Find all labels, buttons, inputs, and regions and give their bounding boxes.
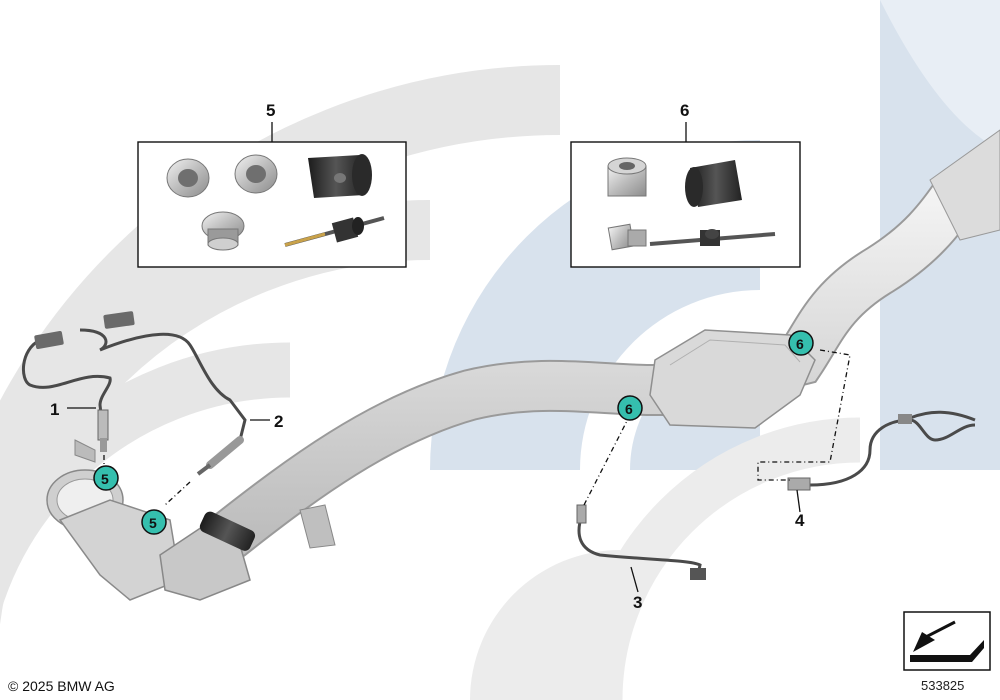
drill-adapter-part (284, 216, 385, 247)
drill-adapter-part (649, 229, 776, 246)
sensor-3 (576, 504, 706, 580)
hole-saw-part (685, 160, 742, 207)
threaded-bushing-part (166, 158, 210, 198)
callouts: 1 2 3 4 5 6 (50, 101, 805, 612)
copyright-text: © 2025 BMW AG (8, 678, 115, 694)
callout-kit-5: 5 (266, 101, 275, 120)
hole-saw-part (308, 154, 372, 198)
diagram-number: 533825 (921, 678, 965, 693)
callout-4: 4 (795, 511, 805, 530)
svg-text:6: 6 (796, 336, 804, 352)
kit-5-box (137, 122, 407, 268)
direction-pictogram-icon (903, 611, 991, 671)
svg-text:5: 5 (101, 471, 109, 487)
callout-1: 1 (50, 400, 59, 419)
temperature-sensor-4 (787, 410, 976, 491)
svg-text:5: 5 (149, 515, 157, 531)
callout-2: 2 (274, 412, 283, 431)
badge-kit-5-position: 5 (141, 509, 167, 535)
weld-bushing-part (607, 157, 647, 197)
badge-kit-6-position: 6 (788, 330, 814, 356)
plug-screw-part (201, 211, 245, 251)
callout-3: 3 (633, 593, 642, 612)
svg-text:6: 6 (625, 401, 633, 417)
kit-6-box (570, 122, 801, 268)
plug-bolt-part (607, 223, 647, 251)
badge-kit-6-position: 6 (617, 395, 643, 421)
leader-lines (67, 349, 851, 593)
lambda-sensor-1 (21, 330, 112, 452)
lambda-sensor-2 (79, 311, 247, 476)
callout-kit-6: 6 (680, 101, 689, 120)
badge-kit-5-position: 5 (93, 465, 119, 491)
threaded-bushing-part (234, 154, 278, 194)
position-badges: 5 5 6 6 (93, 330, 814, 535)
